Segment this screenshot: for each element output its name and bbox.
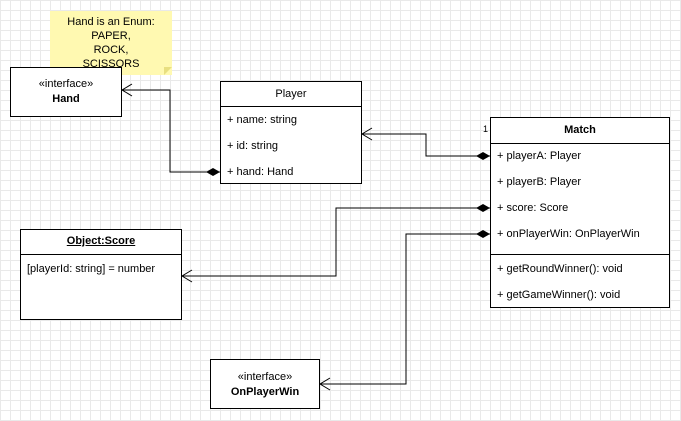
onplayerwin-interface-box[interactable]: «interface» OnPlayerWin: [210, 359, 320, 409]
match-attribute: + score: Score: [497, 202, 569, 214]
player-attribute: + id: string: [227, 140, 279, 152]
diamond-match-score: [476, 204, 490, 212]
match-class-box[interactable]: Match + playerA: Player + playerB: Playe…: [490, 117, 670, 308]
arrowhead-score: [181, 269, 193, 283]
player-title: Player: [275, 88, 307, 100]
match-method: + getRoundWinner(): void: [497, 263, 623, 275]
score-title: Object:Score: [66, 235, 136, 247]
match-attribute: + playerA: Player: [497, 150, 582, 162]
player-class-box[interactable]: Player + name: string + id: string + han…: [220, 81, 362, 184]
diamond-player-hand: [206, 168, 220, 176]
hand-stereotype: «interface»: [38, 78, 94, 90]
note-line: ROCK,: [93, 44, 129, 56]
object-divider: [21, 254, 181, 255]
arrowhead-onplayerwin: [319, 377, 331, 391]
class-divider: [491, 254, 669, 255]
match-attribute: + playerB: Player: [497, 176, 582, 188]
arrowhead-player: [361, 127, 373, 141]
hand-interface-box[interactable]: «interface» Hand: [10, 67, 122, 117]
note-line: PAPER,: [91, 30, 131, 42]
multiplicity-match-player: 1: [483, 124, 489, 134]
class-divider: [491, 143, 669, 144]
player-attribute: + hand: Hand: [227, 166, 294, 178]
link-match-score: [182, 207, 490, 277]
note-line: Hand is an Enum:: [67, 16, 155, 28]
hand-name: Hand: [52, 93, 80, 105]
onplayerwin-name: OnPlayerWin: [230, 386, 300, 398]
diamond-match-player: [476, 152, 490, 160]
arrowhead-hand: [121, 83, 133, 97]
class-divider: [221, 106, 361, 107]
onplayerwin-stereotype: «interface»: [237, 371, 293, 383]
link-match-onplayerwin: [320, 233, 490, 385]
player-attribute: + name: string: [227, 114, 298, 126]
link-match-player: [362, 133, 490, 157]
match-method: + getGameWinner(): void: [497, 289, 621, 301]
diamond-match-onplayerwin: [476, 230, 490, 238]
score-object-box[interactable]: Object:Score [playerId: string] = number: [20, 229, 182, 320]
match-attribute: + onPlayerWin: OnPlayerWin: [497, 228, 640, 240]
enum-note[interactable]: Hand is an Enum: PAPER, ROCK, SCISSORS: [50, 11, 172, 75]
note-text: Hand is an Enum: PAPER, ROCK, SCISSORS: [50, 15, 172, 71]
link-player-hand: [122, 89, 220, 173]
match-title: Match: [564, 124, 596, 136]
note-fold: [164, 67, 172, 75]
score-body: [playerId: string] = number: [27, 263, 156, 275]
